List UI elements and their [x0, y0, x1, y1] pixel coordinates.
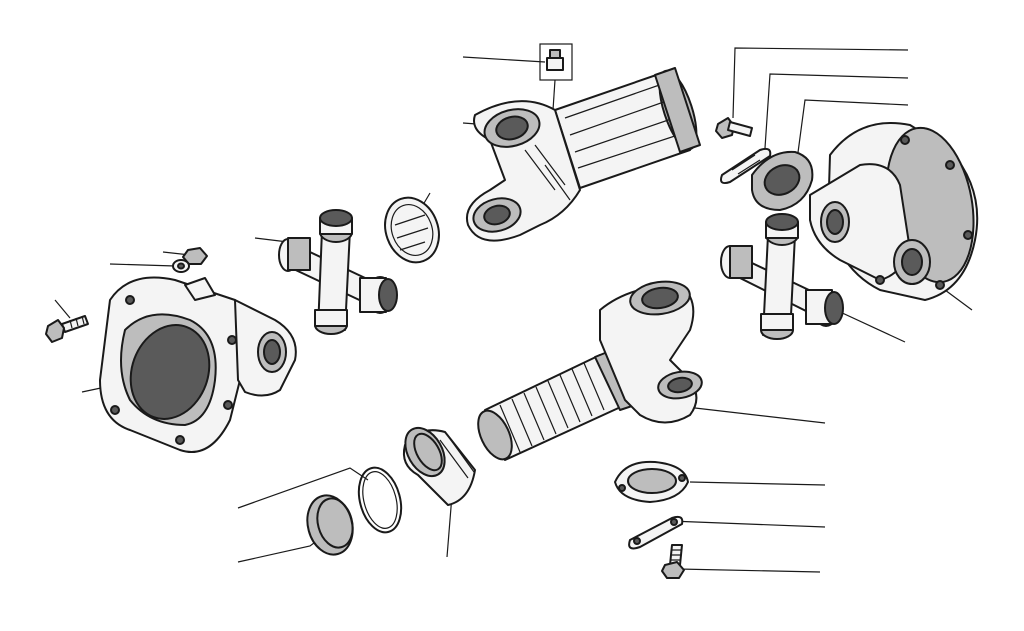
leader-bolt-bottom	[677, 568, 821, 573]
leader-cover-plate-bottom	[689, 481, 826, 486]
leader-washer	[109, 263, 176, 267]
leader-seal-ring-thick	[237, 539, 319, 563]
bolt-icon	[45, 315, 89, 343]
leader-grease-nipple	[462, 56, 546, 63]
flange-icon	[99, 276, 297, 453]
leader-cover-plate-top	[796, 99, 909, 161]
cross-icon	[278, 209, 398, 335]
lock-plate-icon	[720, 147, 772, 185]
bolt-icon	[661, 544, 685, 579]
leader-sleeve	[446, 494, 453, 558]
cross-icon	[720, 213, 844, 340]
flange-icon	[809, 122, 979, 301]
leader-flange-right	[944, 289, 973, 311]
ring-icon	[357, 466, 403, 534]
leader-bolt-left	[54, 299, 71, 319]
shaft-yoke-icon	[466, 67, 701, 242]
ring-icon	[306, 494, 354, 556]
cap-disc-icon	[384, 196, 440, 264]
cover-plate-icon	[614, 460, 689, 503]
grease-nipple-icon	[539, 43, 573, 111]
sleeve-icon	[402, 426, 476, 506]
leader-bolt-top-right	[732, 47, 909, 119]
leader-spline-shaft	[694, 407, 826, 424]
leader-lock-plate-top	[764, 73, 909, 149]
leader-lock-plate-bottom	[669, 520, 826, 528]
bolt-icon	[715, 117, 753, 139]
spline-shaft-icon	[477, 280, 703, 461]
lock-plate-icon	[628, 515, 684, 550]
leader-seal-ring-thin	[237, 467, 369, 509]
cover-plate-icon	[751, 150, 814, 211]
nut-icon	[172, 247, 208, 273]
